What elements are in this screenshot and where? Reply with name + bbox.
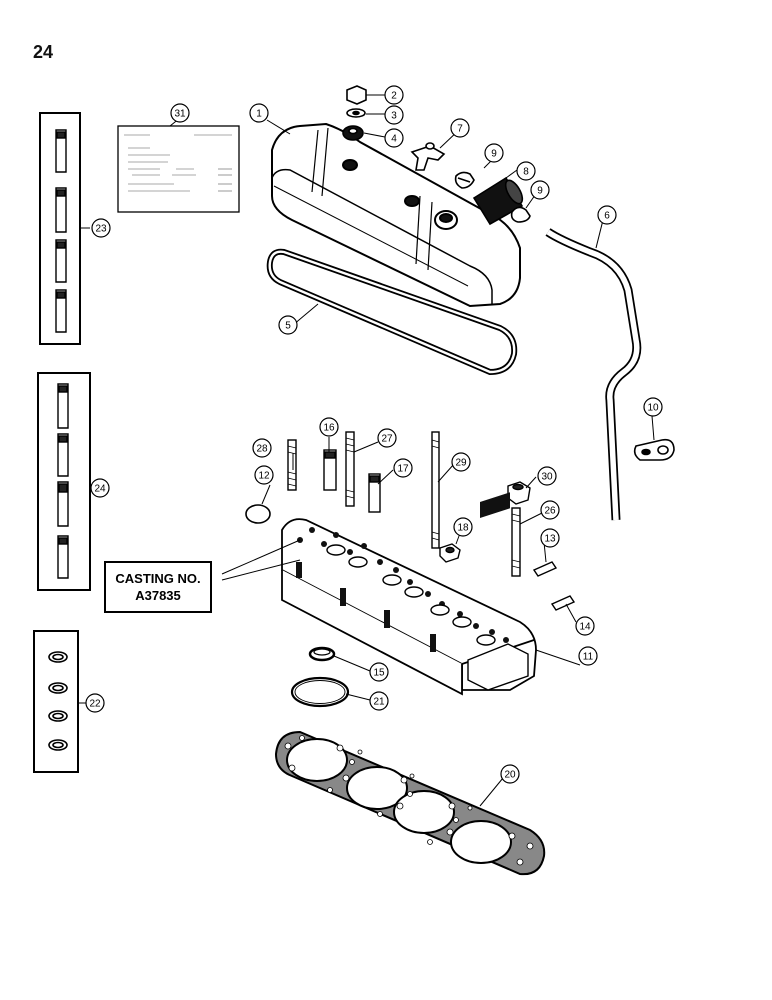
- svg-text:31: 31: [174, 109, 186, 120]
- callout-13: 13: [540, 528, 560, 548]
- callout-2: 2: [384, 85, 404, 105]
- svg-text:2: 2: [391, 91, 397, 102]
- callout-7: 7: [450, 118, 470, 138]
- svg-text:9: 9: [491, 149, 497, 160]
- seat-insert-box-22: [33, 630, 79, 773]
- head-gasket: [274, 730, 546, 876]
- callout-22: 22: [85, 693, 105, 713]
- cylinder-head: [281, 492, 537, 696]
- callout-17: 17: [393, 458, 413, 478]
- svg-text:20: 20: [504, 770, 516, 781]
- callout-24: 24: [90, 478, 110, 498]
- svg-text:13: 13: [544, 534, 556, 545]
- callout-21: 21: [369, 691, 389, 711]
- callout-20: 20: [500, 764, 520, 784]
- callout-9b: 9: [530, 180, 550, 200]
- valve-guide-box-23: [39, 112, 81, 345]
- rings-15-21: [290, 646, 350, 708]
- svg-text:4: 4: [391, 134, 397, 145]
- callout-29: 29: [451, 452, 471, 472]
- callout-18: 18: [453, 517, 473, 537]
- svg-text:16: 16: [323, 423, 335, 434]
- svg-text:7: 7: [457, 124, 463, 135]
- callout-30: 30: [537, 466, 557, 486]
- svg-text:18: 18: [457, 523, 469, 534]
- cap-parts: [342, 85, 367, 141]
- svg-text:26: 26: [544, 506, 556, 517]
- engine-data-plate: [117, 125, 240, 213]
- callout-11: 11: [578, 646, 598, 666]
- callout-6: 6: [597, 205, 617, 225]
- valve-cover-gasket: [266, 248, 518, 376]
- callout-3: 3: [384, 105, 404, 125]
- svg-text:11: 11: [583, 652, 594, 663]
- callout-12: 12: [254, 465, 274, 485]
- svg-text:29: 29: [455, 458, 467, 469]
- callout-8: 8: [516, 161, 536, 181]
- svg-text:14: 14: [579, 622, 591, 633]
- svg-text:6: 6: [604, 211, 610, 222]
- callout-28: 28: [252, 438, 272, 458]
- callout-1: 1: [249, 103, 269, 123]
- svg-text:27: 27: [381, 434, 393, 445]
- svg-text:9: 9: [537, 186, 543, 197]
- svg-text:28: 28: [256, 444, 268, 455]
- studs-and-bolts: [287, 431, 576, 611]
- svg-text:21: 21: [373, 697, 385, 708]
- svg-text:1: 1: [256, 109, 262, 120]
- svg-text:8: 8: [523, 167, 529, 178]
- breather-fittings: [410, 142, 531, 226]
- callout-16: 16: [319, 417, 339, 437]
- callout-5: 5: [278, 315, 298, 335]
- svg-text:15: 15: [373, 668, 385, 679]
- svg-text:22: 22: [89, 699, 101, 710]
- breather-tube: [545, 228, 642, 521]
- valve-cover: [271, 122, 521, 308]
- callout-15: 15: [369, 662, 389, 682]
- svg-text:24: 24: [94, 484, 106, 495]
- callout-4: 4: [384, 128, 404, 148]
- svg-text:10: 10: [647, 403, 659, 414]
- page-number: 24: [33, 42, 54, 62]
- callout-10: 10: [643, 397, 663, 417]
- o-ring-12: [245, 504, 271, 524]
- svg-text:5: 5: [285, 321, 291, 332]
- callouts: 1 2 3 4 5 6 7 8 9 9 10 11 12 13 14 15 16…: [85, 85, 663, 784]
- svg-text:30: 30: [541, 472, 553, 483]
- svg-text:12: 12: [258, 471, 270, 482]
- callout-9a: 9: [484, 143, 504, 163]
- callout-27: 27: [377, 428, 397, 448]
- callout-31: 31: [170, 103, 190, 123]
- casting-label-line1: CASTING NO.: [115, 571, 201, 586]
- callout-14: 14: [575, 616, 595, 636]
- casting-number-label: CASTING NO. A37835: [104, 561, 212, 613]
- tube-clip: [633, 438, 675, 461]
- valve-guide-box-24: [37, 372, 91, 591]
- svg-text:23: 23: [95, 224, 107, 235]
- svg-text:3: 3: [391, 111, 397, 122]
- callout-26: 26: [540, 500, 560, 520]
- svg-text:17: 17: [397, 464, 409, 475]
- callout-23: 23: [91, 218, 111, 238]
- casting-label-line2: A37835: [135, 588, 181, 603]
